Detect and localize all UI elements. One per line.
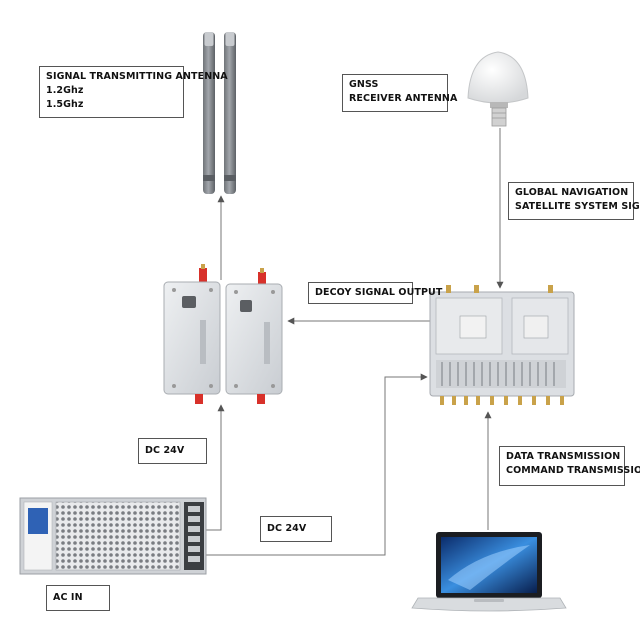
connection-lines: [206, 128, 504, 556]
dc-24v-left-label: DC 24V: [138, 438, 207, 464]
gnss-antenna-title: GNSS: [349, 79, 379, 90]
amplifier-icon: [163, 264, 283, 404]
decoy-output-label: DECOY SIGNAL OUTPUT: [308, 282, 443, 304]
dc-24v-left-text: DC 24V: [145, 445, 185, 456]
tx-antenna-title: SIGNAL TRANSMITTING ANTENNA: [46, 71, 228, 82]
generator-unit-icon: [429, 285, 575, 405]
dc-24v-mid-text: DC 24V: [267, 523, 307, 534]
gnss-antenna-label: GNSS RECEIVER ANTENNA: [342, 74, 458, 112]
power-supply-icon: [19, 497, 207, 575]
data-transmission-line-1: DATA TRANSMISSION: [506, 451, 621, 462]
laptop-icon: [411, 532, 567, 612]
decoy-output-text: DECOY SIGNAL OUTPUT: [315, 287, 443, 298]
data-transmission-label: DATA TRANSMISSION COMMAND TRANSMISSION: [499, 446, 640, 486]
tx-antenna-freq-2: 1.5Ghz: [46, 99, 84, 110]
data-transmission-line-2: COMMAND TRANSMISSION: [506, 465, 640, 476]
arrow-psu-to-generator: [206, 373, 428, 556]
dc-24v-mid-label: DC 24V: [260, 516, 332, 542]
ac-in-label: AC IN: [46, 585, 110, 611]
gnss-antenna-subtitle: RECEIVER ANTENNA: [349, 93, 458, 104]
tx-antenna-label: SIGNAL TRANSMITTING ANTENNA 1.2Ghz 1.5Gh…: [39, 66, 228, 118]
arrow-psu-to-amplifier: [206, 404, 225, 531]
antenna-icon: [203, 32, 236, 194]
gnss-signals-line-1: GLOBAL NAVIGATION: [515, 187, 629, 198]
gnss-signals-label: GLOBAL NAVIGATION SATELLITE SYSTEM SIGNA…: [508, 182, 640, 220]
tx-antenna-freq-1: 1.2Ghz: [46, 85, 84, 96]
ac-in-text: AC IN: [53, 592, 83, 603]
gnss-dome-icon: [467, 51, 529, 127]
gnss-signals-line-2: SATELLITE SYSTEM SIGNALS: [515, 201, 640, 212]
